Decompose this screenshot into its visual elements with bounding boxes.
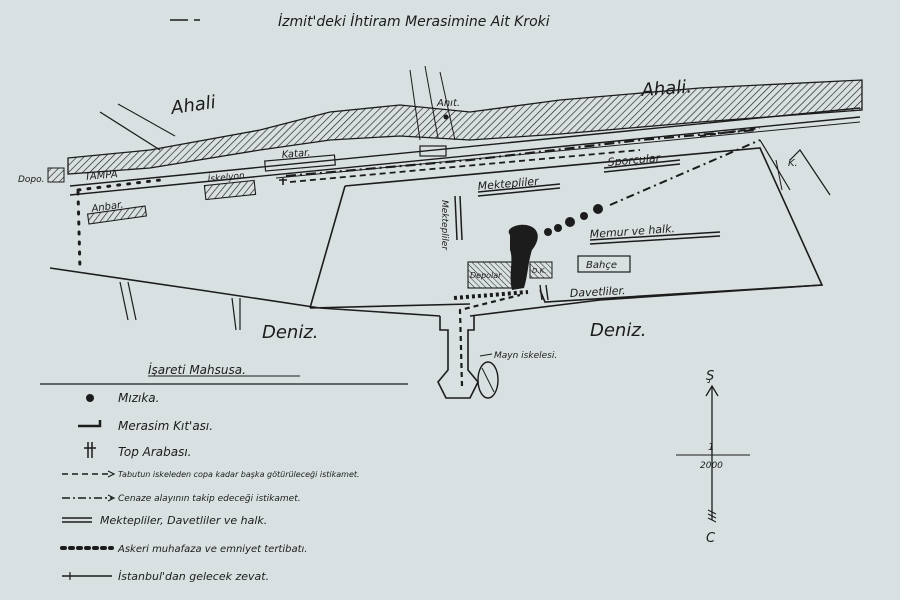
legend-heading: İşareti Mahsusa. — [148, 362, 246, 377]
anbar-building — [86, 205, 148, 225]
katar-train — [264, 154, 336, 172]
memur-row — [589, 231, 721, 241]
scale-denominator: 2000 — [700, 461, 723, 471]
security-dots-pier — [453, 290, 529, 300]
ship-hatch — [481, 367, 495, 393]
mayn-pier — [437, 316, 479, 399]
label-anbar: Anbar. — [90, 200, 124, 215]
rail-line-top — [69, 107, 861, 187]
anit-approach-lines — [409, 65, 456, 141]
label-depolar: Depolar — [470, 271, 502, 280]
mektepliler-row — [477, 183, 561, 193]
compass-tail — [707, 509, 717, 523]
shore-jetties — [119, 281, 237, 331]
k-lines — [759, 139, 831, 196]
memur-row-2 — [589, 235, 721, 245]
music-dot — [580, 212, 588, 220]
shoreline-right — [469, 284, 823, 317]
square-left-edge — [309, 185, 346, 309]
rail-line-bottom — [69, 116, 861, 196]
legend-label-procession: Cenaze alayının takip edeceği istikamet. — [118, 494, 301, 504]
legend-label-music: Mızıka. — [118, 391, 159, 405]
label-dk: D.K. — [532, 267, 546, 275]
legend-label-security: Askeri muhafaza ve emniyet tertibatı. — [117, 544, 307, 555]
sporcular-row-2 — [603, 163, 681, 173]
legend-label-crowd: Mektepliler, Davetliler ve halk. — [100, 514, 267, 527]
security-dots-left — [76, 190, 82, 272]
iskelyon-building — [203, 179, 257, 201]
scale-numerator: 1 — [708, 442, 714, 453]
music-dot — [544, 228, 552, 236]
music-dot — [554, 224, 562, 232]
label-tampa: TAMPA — [84, 169, 118, 183]
bahce-box — [577, 255, 631, 273]
label-bahce: Bahçe — [586, 260, 617, 271]
label-mektepliler-side: Mektepliler — [439, 200, 449, 251]
shoreline-left — [49, 267, 441, 317]
compass-south-letter: C — [706, 531, 716, 546]
label-mektepliler: Mektepliler — [477, 175, 541, 193]
label-katar: Katar. — [281, 148, 311, 161]
legend-symbol-crowd — [62, 517, 92, 523]
legend-label-gun-carriage: Top Arabası. — [118, 445, 192, 459]
route-right-end — [699, 127, 761, 137]
ridge-line-2 — [117, 103, 176, 137]
square-boundary — [309, 147, 824, 309]
label-k: K. — [788, 158, 798, 169]
mektepliler-row-2 — [477, 187, 561, 197]
depolar-building — [467, 261, 513, 289]
label-deniz-left: Deniz. — [262, 322, 319, 343]
dashed-route-line — [289, 149, 641, 183]
legend-symbol-gun-carriage — [84, 442, 96, 458]
mektepliler-side-rows — [454, 195, 463, 241]
label-memur-ve-halk: Memur ve halk. — [589, 222, 675, 241]
legend-symbol-music — [86, 394, 94, 402]
mayn-arrow — [479, 353, 493, 357]
shore-jetties-2 — [127, 281, 241, 330]
legend-arrow — [107, 470, 116, 478]
legend-label-ceremony-troop: Merasim Kıt'ası. — [118, 419, 213, 433]
davetliler-rows — [539, 284, 549, 301]
compass-north-letter: Ş — [706, 369, 714, 384]
label-dopo: Dopo. — [18, 175, 45, 185]
ridge-line — [99, 111, 161, 151]
dk-building — [529, 261, 553, 279]
legend-arrow — [107, 494, 116, 502]
label-anit: Anıt. — [436, 98, 460, 109]
anit-marker — [443, 114, 449, 120]
hatched-ridge — [67, 79, 863, 175]
label-deniz-right: Deniz. — [590, 320, 647, 341]
procession-diagonal — [609, 139, 761, 206]
music-dot — [593, 204, 603, 214]
label-ahali-left: Ahali — [169, 92, 217, 119]
label-mayn-iskelesi: Mayn iskelesi. — [494, 351, 557, 361]
sporcular-row — [603, 159, 681, 169]
music-dot — [565, 217, 575, 227]
label-sporcular: Sporcular — [607, 151, 662, 169]
label-iskelyon: İskelyon — [207, 170, 245, 185]
map-title: İzmit'deki İhtiram Merasimine Ait Kroki — [278, 12, 550, 30]
gate-structure — [419, 145, 447, 157]
legend-label-guests: İstanbul'dan gelecek zevat. — [118, 570, 269, 583]
label-davetliler: Davetliler. — [569, 284, 625, 300]
security-dots-top — [76, 178, 162, 192]
legend-symbol-ceremony-troop — [78, 420, 102, 428]
label-ahali-right: Ahali. — [640, 77, 693, 102]
compass-arrow-icon — [705, 384, 719, 397]
legend-label-coffin-route: Tabutun iskeleden copa kadar başka götür… — [118, 470, 360, 479]
dopo-building — [47, 167, 65, 183]
ship-at-pier — [477, 361, 499, 399]
ceremony-crowd-mass — [508, 224, 538, 290]
coffin-route-line — [458, 293, 521, 387]
k-marker — [775, 159, 783, 191]
top-arabasi-marker — [279, 178, 287, 185]
